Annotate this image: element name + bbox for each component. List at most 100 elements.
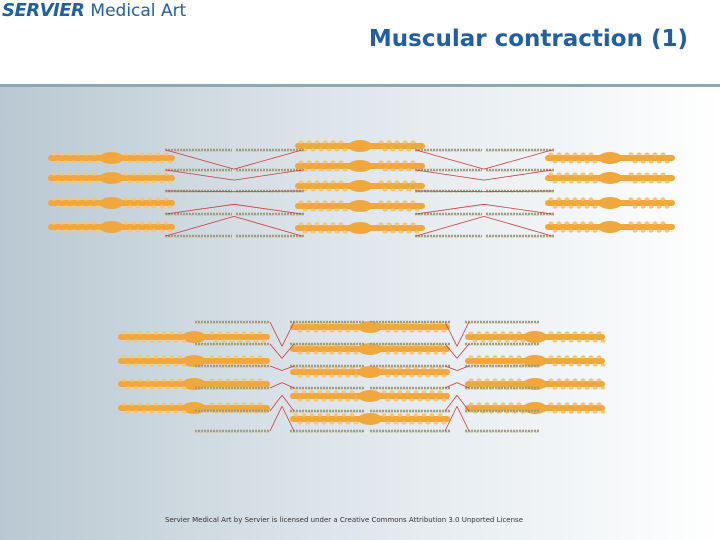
m-line-bulge — [348, 160, 372, 172]
myosin-head — [353, 398, 359, 402]
myosin-head — [139, 197, 145, 201]
myosin-head — [576, 160, 582, 164]
myosin-head — [433, 374, 439, 378]
myosin-head — [664, 160, 670, 164]
myosin-head — [572, 378, 578, 382]
myosin-head — [345, 329, 351, 333]
actin-filament — [465, 429, 540, 433]
myosin-head — [596, 355, 602, 359]
myosin-head — [409, 329, 415, 333]
myosin-head — [309, 390, 315, 394]
z-line — [444, 321, 470, 432]
myosin-head — [425, 374, 431, 378]
myosin-head — [139, 172, 145, 176]
myosin-head — [83, 197, 89, 201]
myosin-head — [393, 329, 399, 333]
z-disc-link — [456, 321, 470, 347]
actin-filament — [370, 364, 450, 368]
actin-filament — [290, 386, 365, 390]
myosin-head — [576, 205, 582, 209]
myosin-head — [640, 229, 646, 233]
myosin-head — [151, 229, 157, 233]
myosin-head — [552, 205, 558, 209]
myosin-head — [548, 355, 554, 359]
myosin-head — [417, 329, 423, 333]
myosin-head — [337, 329, 343, 333]
myosin-head — [330, 180, 336, 184]
myosin-head — [167, 205, 173, 209]
myosin-head — [305, 398, 311, 402]
myosin-head — [378, 140, 384, 144]
myosin-head — [305, 351, 311, 355]
myosin-head — [55, 229, 61, 233]
myosin-head — [548, 197, 554, 201]
myosin-head — [217, 402, 223, 406]
myosin-head — [326, 148, 332, 152]
myosin-head — [349, 413, 355, 417]
myosin-head — [564, 378, 570, 382]
myosin-head — [390, 188, 396, 192]
myosin-head — [516, 378, 522, 382]
myosin-head — [385, 351, 391, 355]
z-disc-link — [444, 365, 458, 371]
myosin-head — [628, 172, 634, 176]
myosin-head — [406, 208, 412, 212]
m-line-bulge — [523, 355, 547, 367]
myosin-head — [310, 208, 316, 212]
myosin-filament — [295, 222, 425, 234]
myosin-head — [131, 152, 137, 156]
myosin-head — [414, 208, 420, 212]
myosin-head — [305, 329, 311, 333]
m-line-bulge — [182, 355, 206, 367]
myosin-head — [133, 363, 139, 367]
actin-filament — [165, 212, 232, 216]
myosin-head — [564, 152, 570, 156]
myosin-head — [406, 230, 412, 234]
myosin-head — [306, 140, 312, 144]
myosin-head — [381, 390, 387, 394]
myosin-head — [181, 386, 187, 390]
m-line-bulge — [348, 222, 372, 234]
myosin-head — [173, 339, 179, 343]
m-line-bulge — [358, 366, 382, 378]
myosin-head — [382, 168, 388, 172]
m-line-bulge — [358, 413, 382, 425]
myosin-head — [648, 180, 654, 184]
myosin-head — [249, 402, 255, 406]
myosin-head — [302, 208, 308, 212]
myosin-head — [67, 221, 73, 225]
myosin-head — [147, 197, 153, 201]
myosin-head — [51, 197, 57, 201]
myosin-head — [390, 148, 396, 152]
myosin-head — [398, 188, 404, 192]
myosin-head — [656, 205, 662, 209]
myosin-head — [390, 208, 396, 212]
myosin-head — [325, 413, 331, 417]
myosin-head — [386, 180, 392, 184]
contracted-sarcomere — [118, 320, 606, 433]
myosin-head — [378, 180, 384, 184]
myosin-head — [123, 221, 129, 225]
myosin-head — [345, 421, 351, 425]
actin-filament — [195, 320, 270, 324]
myosin-head — [257, 331, 263, 335]
myosin-head — [63, 205, 69, 209]
myosin-head — [318, 230, 324, 234]
myosin-head — [401, 374, 407, 378]
myosin-head — [79, 205, 85, 209]
myosin-head — [123, 172, 129, 176]
myosin-filament — [545, 221, 675, 233]
myosin-head — [165, 339, 171, 343]
myosin-head — [660, 197, 666, 201]
myosin-head — [398, 208, 404, 212]
myosin-head — [159, 160, 165, 164]
m-line-bulge — [598, 152, 622, 164]
myosin-head — [592, 339, 598, 343]
myosin-head — [313, 329, 319, 333]
myosin-head — [177, 402, 183, 406]
z-disc-link — [165, 203, 235, 215]
m-line-bulge — [358, 390, 382, 402]
myosin-head — [552, 410, 558, 414]
myosin-head — [516, 402, 522, 406]
myosin-head — [135, 180, 141, 184]
